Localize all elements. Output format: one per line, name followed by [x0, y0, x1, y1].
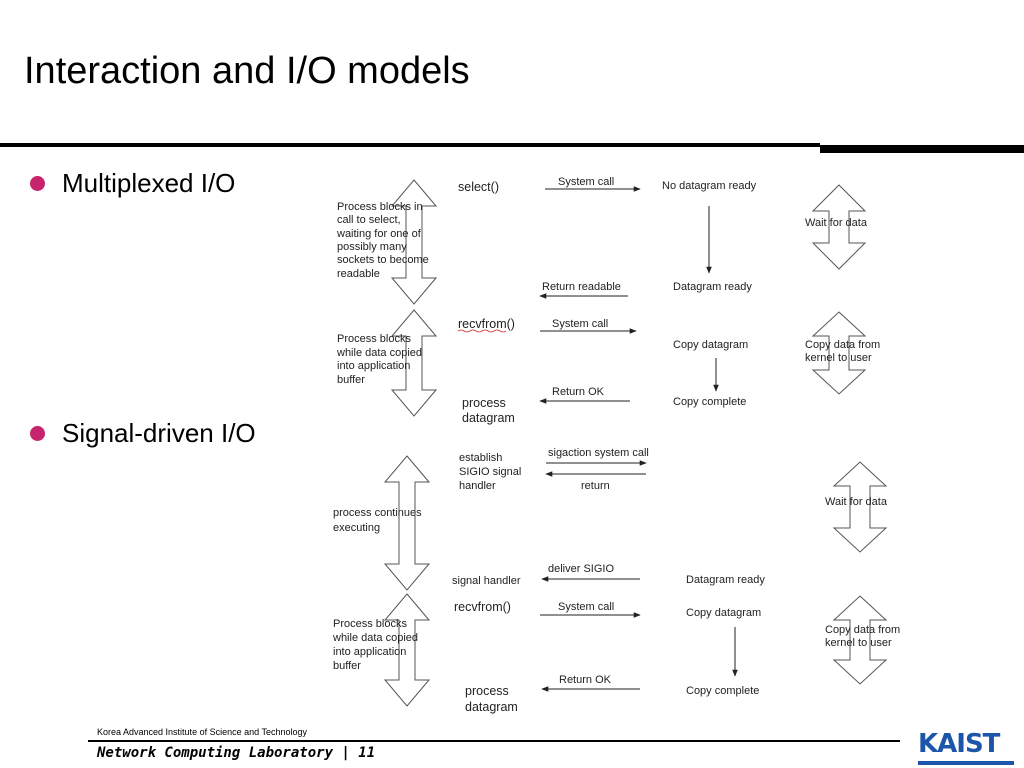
- bullet-dot-icon: [30, 176, 45, 191]
- sig-return-ok-label: Return OK: [559, 674, 612, 686]
- mux-wait-for-data: Wait for data: [805, 217, 868, 229]
- sig-copy-complete: Copy complete: [686, 685, 759, 697]
- mux-block-2: Process blocks while data copied into ap…: [336, 333, 425, 386]
- mux-return-ok-label: Return OK: [552, 386, 605, 398]
- sig-copy-data-phase: Copy data from kernel to user: [825, 624, 903, 649]
- mux-return-readable-label: Return readable: [542, 281, 621, 293]
- mux-copy-datagram: Copy datagram: [673, 339, 748, 351]
- mux-block-1: Process blocks in call to select, waitin…: [336, 201, 432, 280]
- mux-datagram-ready: Datagram ready: [673, 281, 752, 293]
- double-arrow-icon: [811, 184, 867, 270]
- sig-process-datagram: process datagram: [465, 684, 518, 714]
- sig-datagram-ready: Datagram ready: [686, 574, 765, 586]
- double-arrow-icon: [383, 593, 431, 707]
- mux-copy-data-phase: Copy data from kernel to user: [805, 339, 883, 364]
- bullet-multiplexed-io: Multiplexed I/O: [30, 168, 235, 199]
- bullet-label: Signal-driven I/O: [62, 418, 256, 448]
- sig-return-label: return: [581, 480, 610, 492]
- bullet-dot-icon: [30, 426, 45, 441]
- logo-underline: [918, 761, 1014, 765]
- sig-establish-handler: establish SIGIO signal handler: [459, 452, 524, 492]
- mux-select-call: select(): [458, 180, 499, 194]
- sig-recvfrom-call: recvfrom(): [454, 600, 511, 614]
- mux-copy-complete: Copy complete: [673, 396, 746, 408]
- sig-system-call-label: System call: [558, 601, 614, 613]
- footer-lab-page: Network Computing Laboratory | 11: [97, 745, 376, 761]
- double-arrow-icon: [811, 311, 867, 395]
- footer-organization: Korea Advanced Institute of Science and …: [97, 727, 307, 737]
- double-arrow-icon: [390, 179, 438, 305]
- sig-copy-datagram: Copy datagram: [686, 607, 761, 619]
- footer-divider: [88, 740, 900, 742]
- kaist-logo: KAIST: [918, 729, 1014, 765]
- bullet-signal-driven-io: Signal-driven I/O: [30, 418, 256, 449]
- sig-block-2: Process blocks while data copied into ap…: [332, 618, 421, 672]
- mux-process-datagram: process datagram: [462, 396, 515, 425]
- spellcheck-underline: [457, 329, 507, 333]
- double-arrow-icon: [832, 595, 888, 685]
- mux-system-call-label: System call: [558, 176, 614, 188]
- sig-sigaction-label: sigaction system call: [548, 447, 649, 459]
- sig-wait-for-data: Wait for data: [825, 496, 888, 508]
- double-arrow-icon: [383, 455, 431, 591]
- mux-no-datagram-ready: No datagram ready: [662, 180, 757, 192]
- sig-deliver-sigio-label: deliver SIGIO: [548, 563, 614, 575]
- mux-recvfrom-call: recvfrom(): [458, 317, 515, 331]
- double-arrow-icon: [832, 461, 888, 553]
- slide-title: Interaction and I/O models: [24, 50, 470, 92]
- double-arrow-icon: [390, 309, 438, 417]
- logo-text: KAIST: [918, 729, 1000, 759]
- sig-block-1: process continues executing: [333, 507, 425, 534]
- title-divider-thick: [0, 143, 820, 147]
- title-divider-accent: [820, 147, 1024, 153]
- mux-system-call-2-label: System call: [552, 318, 608, 330]
- sig-signal-handler: signal handler: [452, 575, 521, 587]
- bullet-label: Multiplexed I/O: [62, 168, 236, 198]
